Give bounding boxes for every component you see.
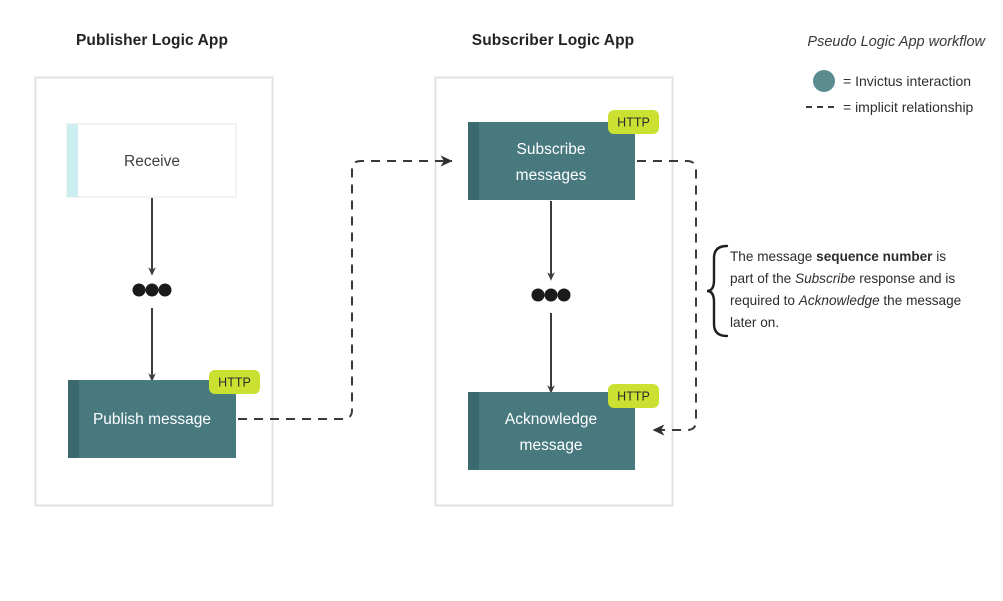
node-publish-message-accent-bar — [68, 380, 79, 458]
badge-http-publish-label: HTTP — [218, 376, 251, 390]
node-publish-message-body — [68, 380, 236, 458]
node-receive-accent-bar — [67, 124, 78, 197]
badge-http-acknowledge: HTTP — [608, 384, 659, 408]
annotation-line-2: part of the Subscribe response and is — [730, 271, 955, 286]
node-subscribe-messages-accent-bar — [468, 122, 479, 200]
legend-item-implicit: = implicit relationship — [806, 99, 974, 115]
badge-http-acknowledge-bg — [608, 384, 659, 408]
dashed-link-publish-to-subscribe — [238, 155, 453, 420]
legend-item-implicit-label: = implicit relationship — [843, 99, 974, 115]
subscriber-ellipsis — [531, 288, 571, 302]
node-acknowledge-message-label-line2: message — [520, 437, 583, 454]
column-title-publisher: Publisher Logic App — [76, 32, 228, 49]
badge-http-publish: HTTP — [209, 370, 260, 394]
column-title-subscriber: Subscriber Logic App — [472, 32, 634, 49]
node-publish-message-label: Publish message — [93, 411, 211, 428]
annotation-text-block: The message sequence number is part of t… — [730, 249, 961, 330]
node-subscribe-messages-body — [468, 122, 635, 200]
badge-http-publish-bg — [209, 370, 260, 394]
annotation-curly-brace — [706, 244, 729, 338]
legend-circle-icon — [813, 70, 835, 92]
node-receive-body — [66, 123, 237, 198]
annotation-line-4: later on. — [730, 315, 779, 330]
badge-http-acknowledge-label: HTTP — [617, 390, 650, 404]
badge-http-subscribe-bg — [608, 110, 659, 134]
badge-http-subscribe-label: HTTP — [617, 116, 650, 130]
node-receive-label: Receive — [124, 153, 180, 170]
annotation-line-1: The message sequence number is — [730, 249, 946, 264]
legend-item-invictus-label: = Invictus interaction — [843, 73, 971, 89]
node-receive[interactable]: Receive — [66, 123, 237, 198]
node-acknowledge-message-label-line1: Acknowledge — [505, 411, 597, 428]
badge-http-subscribe: HTTP — [608, 110, 659, 134]
dashed-link-subscribe-to-acknowledge — [637, 160, 697, 436]
node-acknowledge-message[interactable]: Acknowledge message — [468, 392, 635, 470]
node-subscribe-messages[interactable]: Subscribe messages — [468, 122, 635, 200]
node-subscribe-messages-label-line2: messages — [516, 167, 587, 184]
legend-item-invictus: = Invictus interaction — [813, 70, 971, 92]
node-publish-message[interactable]: Publish message — [68, 380, 236, 458]
annotation-line-3: required to Acknowledge the message — [730, 293, 961, 308]
legend-title: Pseudo Logic App workflow — [807, 34, 986, 50]
publisher-ellipsis — [132, 283, 172, 297]
node-acknowledge-message-body — [468, 392, 635, 470]
node-subscribe-messages-label-line1: Subscribe — [517, 141, 586, 158]
node-acknowledge-message-accent-bar — [468, 392, 479, 470]
